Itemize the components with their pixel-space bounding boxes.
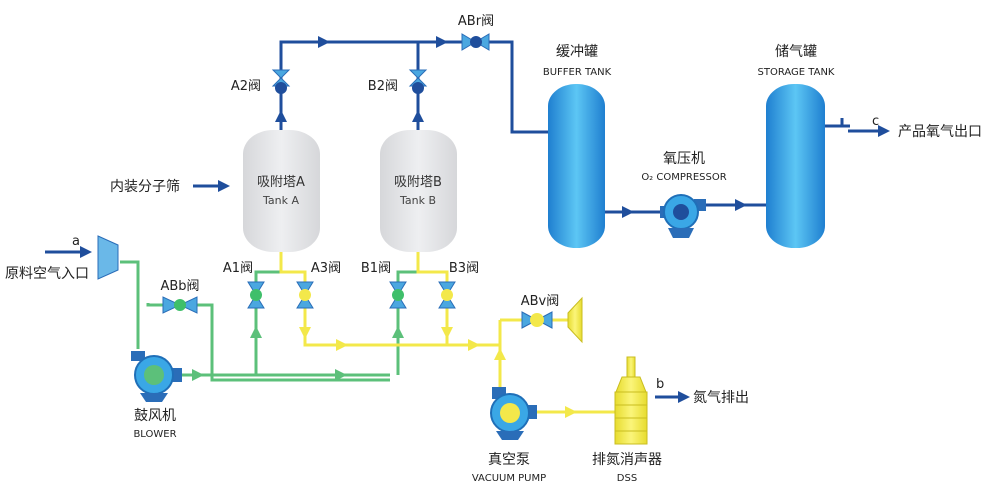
vacuum-pump-icon bbox=[490, 387, 537, 440]
valve-a2-label: A2阀 bbox=[231, 79, 261, 94]
flow-arrows bbox=[80, 36, 890, 418]
arrow-icon bbox=[335, 369, 347, 381]
storage-tank-sub: STORAGE TANK bbox=[758, 67, 835, 78]
tower-a-sub: Tank A bbox=[262, 194, 299, 207]
tower-a: 吸附塔A Tank A bbox=[243, 130, 320, 252]
silencer-icon bbox=[614, 356, 648, 445]
valve-b3 bbox=[438, 281, 456, 309]
buffer-tank-name: 缓冲罐 bbox=[556, 44, 598, 60]
compressor-sub: O₂ COMPRESSOR bbox=[641, 172, 726, 183]
arrow-icon bbox=[565, 406, 577, 418]
valve-a2 bbox=[271, 69, 291, 94]
arrow-icon bbox=[878, 125, 890, 137]
arrow-icon bbox=[299, 327, 311, 339]
arrow-icon bbox=[412, 110, 424, 122]
blower-icon bbox=[131, 351, 182, 402]
valve-b1-label: B1阀 bbox=[361, 261, 391, 276]
feed-label: 原料空气入口 bbox=[5, 266, 89, 282]
valve-a3-label: A3阀 bbox=[311, 261, 341, 276]
sieve-label: 内装分子筛 bbox=[110, 179, 180, 195]
arrow-icon bbox=[218, 180, 230, 192]
arrow-icon bbox=[678, 391, 690, 403]
valve-a1 bbox=[247, 281, 265, 309]
arrow-icon bbox=[192, 369, 204, 381]
product-label: 产品氧气出口 bbox=[898, 124, 982, 140]
compressor-icon bbox=[660, 194, 706, 238]
buffer-tank bbox=[548, 84, 605, 248]
nitrogen-marker: b bbox=[656, 377, 664, 392]
blower-name: 鼓风机 bbox=[134, 408, 176, 424]
valve-b3-label: B3阀 bbox=[449, 261, 479, 276]
valve-abr-label: ABr阀 bbox=[458, 14, 494, 29]
valve-abb bbox=[162, 296, 198, 314]
valve-b2-label: B2阀 bbox=[368, 79, 398, 94]
arrow-icon bbox=[735, 199, 747, 211]
nitrogen-label: 氮气排出 bbox=[693, 390, 749, 406]
storage-tank bbox=[766, 84, 825, 248]
arrow-icon bbox=[80, 246, 92, 258]
compressor-name: 氧压机 bbox=[663, 151, 705, 167]
valve-abr bbox=[461, 33, 490, 51]
silencer-sub: DSS bbox=[617, 473, 637, 484]
tower-b: 吸附塔B Tank B bbox=[380, 130, 457, 252]
vacuum-pump-sub: VACUUM PUMP bbox=[472, 473, 546, 484]
arrow-icon bbox=[336, 339, 348, 351]
feed-marker: a bbox=[72, 234, 80, 249]
arrow-icon bbox=[468, 339, 480, 351]
arrow-icon bbox=[318, 36, 330, 48]
blower-sub: BLOWER bbox=[133, 429, 176, 440]
storage-tank-name: 储气罐 bbox=[775, 44, 817, 60]
valve-b1 bbox=[389, 281, 407, 309]
valve-abv bbox=[521, 311, 553, 329]
valve-abv-label: ABv阀 bbox=[521, 294, 560, 309]
arrow-icon bbox=[441, 327, 453, 339]
valve-b2 bbox=[408, 69, 428, 94]
buffer-tank-sub: BUFFER TANK bbox=[543, 67, 612, 78]
valve-a3 bbox=[296, 281, 314, 309]
arrow-icon bbox=[392, 326, 404, 338]
arrow-icon bbox=[622, 206, 634, 218]
vent-muffler-icon bbox=[567, 296, 583, 344]
tower-b-name: 吸附塔B bbox=[394, 175, 442, 190]
valve-abb-label: ABb阀 bbox=[160, 279, 199, 294]
product-marker: c bbox=[872, 114, 879, 129]
tower-a-name: 吸附塔A bbox=[257, 175, 305, 190]
air-filter-icon bbox=[97, 235, 119, 280]
silencer-name: 排氮消声器 bbox=[592, 452, 662, 468]
tower-b-sub: Tank B bbox=[399, 194, 436, 207]
arrow-icon bbox=[494, 348, 506, 360]
arrow-icon bbox=[275, 110, 287, 122]
arrow-icon bbox=[250, 326, 262, 338]
vacuum-pump-name: 真空泵 bbox=[488, 452, 530, 468]
valve-a1-label: A1阀 bbox=[223, 261, 253, 276]
arrow-icon bbox=[436, 36, 448, 48]
